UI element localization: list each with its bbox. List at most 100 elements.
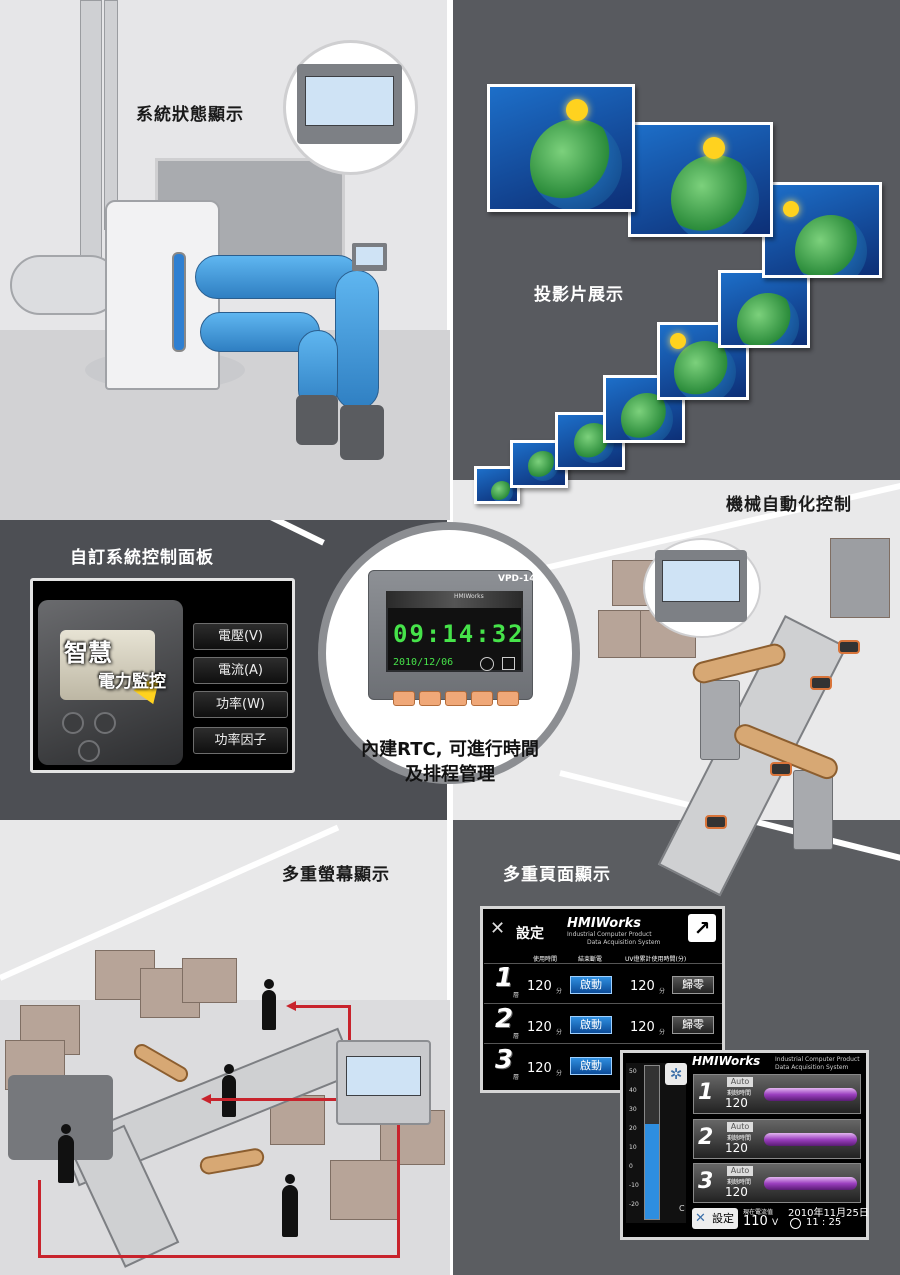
layer-label: 層 xyxy=(513,992,520,999)
water-tank xyxy=(105,200,220,390)
cargo-box xyxy=(270,1095,325,1145)
row-number: 1 xyxy=(698,1080,714,1105)
layer-label: 層 xyxy=(513,1033,520,1040)
vertical-pipe xyxy=(104,0,118,230)
row-divider xyxy=(484,963,722,964)
unit-label: 分 xyxy=(659,988,666,995)
slide-thumbnail xyxy=(474,466,520,504)
row-number: 2 xyxy=(495,1004,514,1034)
layer-label: 層 xyxy=(513,1074,520,1081)
cargo-box xyxy=(330,1160,400,1220)
arrow-left-icon xyxy=(201,1094,211,1104)
worker-silhouette xyxy=(222,1064,236,1117)
section-title-custom-panel: 自訂系統控制面板 xyxy=(70,548,214,568)
robot-base xyxy=(793,770,833,850)
fan-icon[interactable]: ✲ xyxy=(665,1063,687,1085)
pump-motor xyxy=(340,405,384,460)
scale-tick: 0 xyxy=(629,1163,633,1170)
blue-pipe xyxy=(195,255,360,299)
wall-hmi-panel xyxy=(352,243,387,271)
start-button[interactable]: 啟動 xyxy=(570,976,612,994)
device-brand: VPD-143 xyxy=(498,574,542,584)
remain-time-label: 剩餘時間 xyxy=(727,1135,752,1142)
tools-icon: ✕ xyxy=(695,1211,706,1226)
section-title-machine-control: 機械自動化控制 xyxy=(726,495,852,515)
power-monitor-title: 電力監控 xyxy=(98,672,166,692)
auto-badge[interactable]: Auto xyxy=(727,1077,753,1087)
col-header-uv-total: UV燈累計使用時間(分) xyxy=(625,956,687,963)
temperature-gauge-fill xyxy=(645,1124,659,1219)
clock-icon[interactable] xyxy=(480,657,494,671)
row-divider xyxy=(484,1043,722,1044)
hmi-device-thumbnail xyxy=(655,550,747,622)
vertical-pipe xyxy=(80,0,102,260)
power-button[interactable]: 功率(W) xyxy=(193,691,288,718)
settings-button[interactable]: ✕設定 xyxy=(692,1208,738,1229)
row-number: 2 xyxy=(698,1125,714,1150)
col-header-end-power: 結束斷電 xyxy=(578,956,603,963)
section-title-system-status: 系統狀態顯示 xyxy=(136,105,244,125)
remain-time-value: 120 xyxy=(725,1141,748,1155)
date-display: 2010年11月25日 xyxy=(788,1208,869,1219)
use-time-value: 120 xyxy=(527,1020,552,1035)
use-time-value: 120 xyxy=(527,1061,552,1076)
power-factor-button[interactable]: 功率因子 xyxy=(193,727,288,754)
remain-time-label: 剩餘時間 xyxy=(727,1090,752,1097)
scale-tick: 20 xyxy=(629,1125,637,1132)
scale-tick: 30 xyxy=(629,1106,637,1113)
rtc-date: 2010/12/06 xyxy=(393,657,454,668)
worker-silhouette xyxy=(58,1124,74,1183)
device-header-bar xyxy=(386,591,523,608)
auto-badge[interactable]: Auto xyxy=(727,1122,753,1132)
section-title-multi-screen: 多重螢幕顯示 xyxy=(282,865,390,885)
data-flow-line xyxy=(397,1125,400,1258)
reset-button[interactable]: 歸零 xyxy=(672,1016,714,1034)
arrow-up-right-icon[interactable]: ↗ xyxy=(688,914,716,942)
worker-silhouette xyxy=(262,979,276,1030)
pump-motor xyxy=(296,395,338,445)
scale-tick: 10 xyxy=(629,1144,637,1151)
clock-icon xyxy=(790,1218,801,1229)
data-flow-line xyxy=(348,1005,351,1040)
data-flow-line xyxy=(295,1005,350,1008)
device-hmi-logo: HMIWorks xyxy=(454,593,484,600)
inlet-pipe xyxy=(10,255,120,315)
device-function-button[interactable] xyxy=(497,691,519,706)
remain-time-label: 剩餘時間 xyxy=(727,1179,752,1186)
device-function-button[interactable] xyxy=(393,691,415,706)
start-button[interactable]: 啟動 xyxy=(570,1057,612,1075)
unit-label: 分 xyxy=(556,988,563,995)
reset-button[interactable]: 歸零 xyxy=(672,976,714,994)
calendar-icon[interactable] xyxy=(502,657,515,670)
hmiworks-logo: HMIWorks xyxy=(692,1054,761,1068)
auto-badge[interactable]: Auto xyxy=(727,1166,753,1176)
remain-time-value: 120 xyxy=(725,1185,748,1199)
device-function-button[interactable] xyxy=(445,691,467,706)
scale-tick: -10 xyxy=(629,1182,639,1189)
slide-thumbnail xyxy=(718,270,810,348)
row-number: 3 xyxy=(495,1045,514,1075)
row-number: 3 xyxy=(698,1169,714,1194)
cargo-box xyxy=(182,958,237,1003)
divider-vertical-top xyxy=(447,0,453,522)
smart-title: 智慧 xyxy=(64,639,112,667)
uv-total-value: 120 xyxy=(630,979,655,994)
scale-tick: 50 xyxy=(629,1068,637,1075)
current-button[interactable]: 電流(A) xyxy=(193,657,288,684)
device-function-button[interactable] xyxy=(471,691,493,706)
blue-pipe xyxy=(335,270,379,410)
meter-knob xyxy=(62,712,84,734)
start-button[interactable]: 啟動 xyxy=(570,1016,612,1034)
unit-label: 分 xyxy=(659,1029,666,1036)
level-gauge xyxy=(172,252,186,352)
scale-tick: -20 xyxy=(629,1201,639,1208)
data-flow-line xyxy=(38,1255,398,1258)
current-label: 現在電流值 xyxy=(743,1209,774,1216)
device-function-button[interactable] xyxy=(419,691,441,706)
voltage-button[interactable]: 電壓(V) xyxy=(193,623,288,650)
slide-thumbnail xyxy=(762,182,882,278)
worker-silhouette xyxy=(282,1174,298,1237)
section-title-multi-page: 多重頁面顯示 xyxy=(503,865,611,885)
slide-thumbnail xyxy=(628,122,773,237)
